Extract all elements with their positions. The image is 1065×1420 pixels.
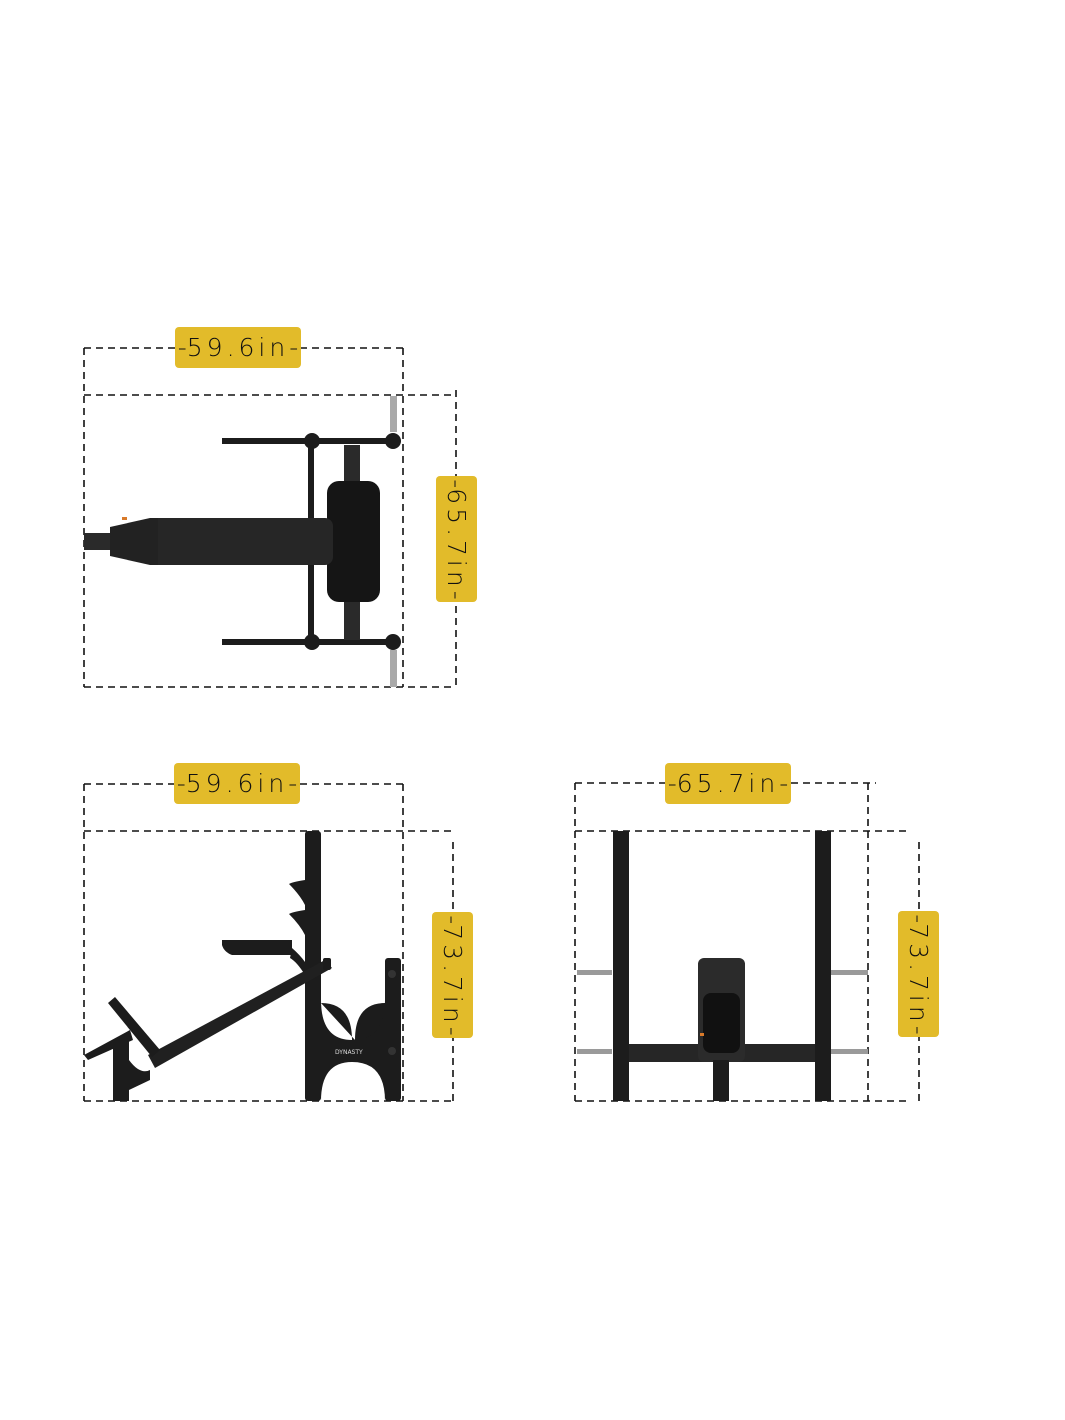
dimension-lines (83, 347, 920, 1102)
side-view-width-label: 59.6in (174, 763, 300, 804)
bench-front-view (577, 831, 868, 1101)
side-view-height-label: 73.7in (432, 912, 473, 1038)
top-view-width-text: 59.6in (178, 333, 299, 362)
top-view-width-label: 59.6in (175, 327, 301, 368)
bench-top-view (84, 396, 401, 687)
front-view-height-text: 73.7in (904, 914, 933, 1035)
front-view-width-label: 65.7in (665, 763, 791, 804)
side-view-height-text: 73.7in (438, 915, 467, 1036)
front-view-width-text: 65.7in (668, 769, 789, 798)
bench-side-view: DYNASTY (84, 831, 401, 1101)
top-view-depth-text: 65.7in (442, 479, 471, 600)
front-view-height-label: 73.7in (898, 911, 939, 1037)
top-view-depth-label: 65.7in (436, 476, 477, 602)
side-view-width-text: 59.6in (177, 769, 298, 798)
brand-logo: DYNASTY (335, 1049, 363, 1056)
